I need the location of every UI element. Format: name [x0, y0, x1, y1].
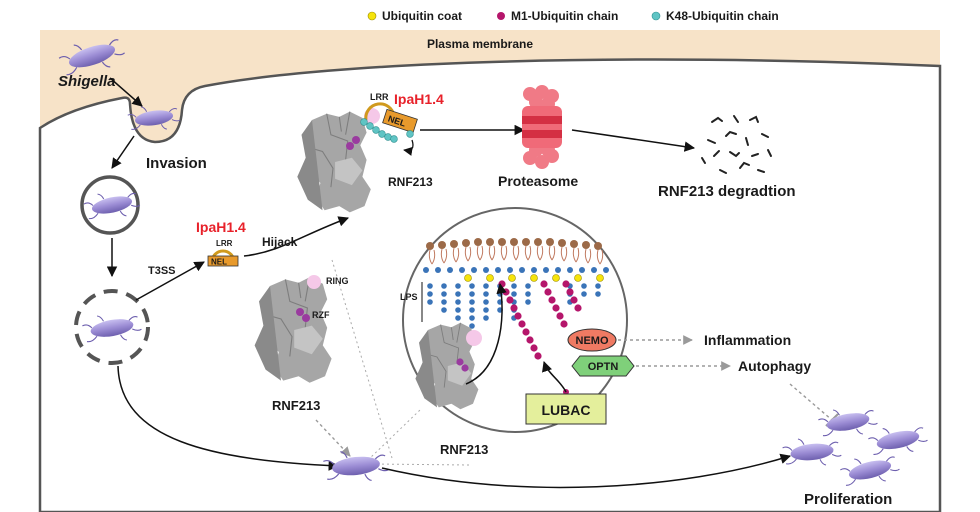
lrr-small-label: LRR [216, 239, 233, 248]
ring-label: RING [326, 276, 349, 286]
rnf213-protein-icon [296, 111, 372, 213]
rnf213-protein-icon [254, 276, 333, 384]
hijack-label: Hijack [262, 235, 298, 249]
lps-label: LPS [400, 292, 418, 302]
shigella-entry: Shigella Invasion T3SS [56, 30, 340, 471]
lrr-big-label: LRR [370, 92, 389, 102]
k48-chain-legend-dot [651, 11, 661, 21]
invasion-label: Invasion [146, 155, 207, 172]
rnf213-top-label: RNF213 [388, 175, 433, 189]
optn-node: OPTN [571, 355, 635, 377]
inflammation-label: Inflammation [704, 332, 791, 348]
ipah-big-label: IpaH1.4 [394, 91, 444, 107]
lubac-node: LUBAC [525, 393, 607, 425]
degradation: RNF213 degradtion [658, 115, 796, 200]
rnf213-mid-label: RNF213 [272, 398, 320, 413]
t3ss-label: T3SS [148, 265, 176, 277]
legend-k48-chain: K48-Ubiquitin chain [666, 9, 779, 23]
degradation-label: RNF213 degradtion [658, 183, 796, 200]
rnf213-circle-label: RNF213 [440, 442, 488, 457]
proteasome-icon [522, 85, 562, 169]
outer-membrane: LPS [400, 238, 609, 329]
rzf-label: RZF [312, 310, 330, 320]
nemo-node: NEMO [567, 328, 617, 352]
m1-chains [498, 280, 582, 360]
lps-inset: LPS RNF213 NEMO OPTN LUBAC [331, 207, 635, 466]
ipah-small-label: IpaH1.4 [196, 219, 246, 235]
shigella-label: Shigella [58, 73, 116, 90]
legend-m1-chain: M1-Ubiquitin chain [511, 9, 618, 23]
proliferation-label: Proliferation [804, 491, 892, 508]
outcomes: Inflammation Autophagy [618, 332, 839, 427]
proteasome: Proteasome [498, 85, 696, 189]
lubac-label: LUBAC [542, 402, 591, 418]
ubiquitin-coat-legend-dot [367, 11, 377, 21]
proliferation: Proliferation [321, 402, 930, 508]
rnf213-top: LRR NEL IpaH1.4 RNF213 [296, 91, 526, 213]
autophagy-label: Autophagy [738, 358, 811, 374]
ruptured-vacuole-icon [74, 289, 150, 365]
nemo-label: NEMO [576, 335, 609, 347]
proteasome-label: Proteasome [498, 173, 578, 189]
nel-small-label: NEL [211, 258, 227, 267]
legend-ubiquitin-coat: Ubiquitin coat [382, 9, 462, 23]
m1-chain-legend-dot [497, 12, 505, 20]
ipah-small: IpaH1.4 LRR NEL Hijack [196, 216, 349, 267]
legend: Ubiquitin coat M1-Ubiquitin chain K48-Ub… [367, 9, 779, 23]
optn-label: OPTN [588, 361, 619, 373]
peptide-fragments-icon [701, 115, 772, 174]
plasma-membrane-label: Plasma membrane [427, 37, 533, 51]
rnf213-middle: RING RZF RNF213 [254, 275, 351, 457]
